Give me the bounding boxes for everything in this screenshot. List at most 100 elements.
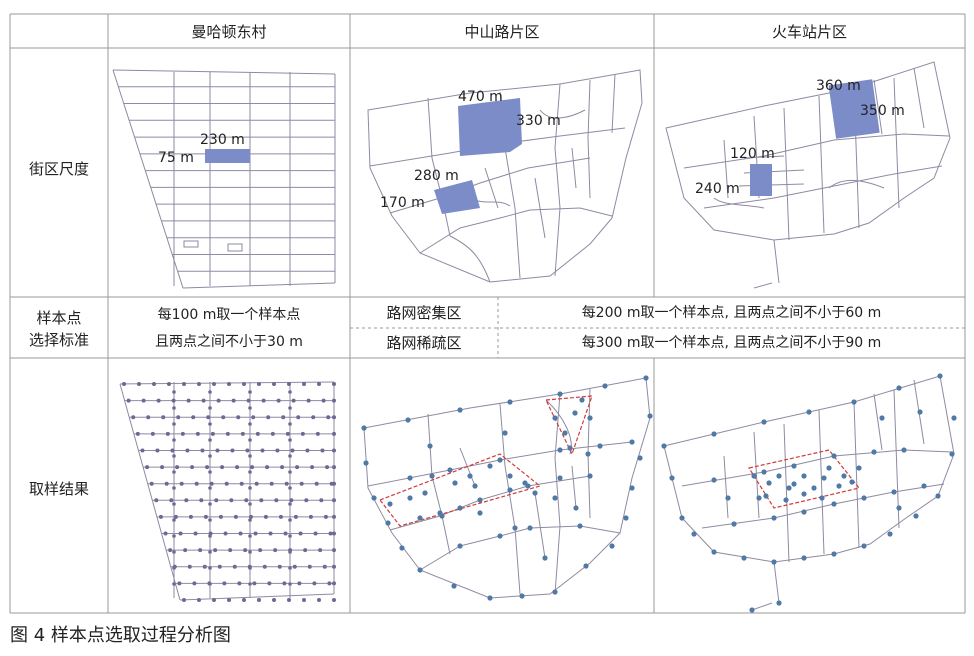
sample-point [761, 469, 767, 475]
sample-point [248, 406, 252, 410]
sample-point [205, 465, 210, 470]
sample-point [221, 415, 226, 420]
sample-point [587, 415, 593, 421]
sample-point [332, 531, 336, 536]
sample-point [248, 550, 252, 554]
sample-point [312, 581, 317, 586]
sample-point [172, 422, 176, 426]
sample-point [248, 566, 252, 570]
sample-point [171, 398, 176, 403]
sample-point [177, 581, 182, 586]
sample-point [287, 382, 291, 386]
sample-point [427, 443, 433, 449]
sample-point [267, 581, 272, 586]
sample-point [261, 398, 266, 403]
sample-point [193, 531, 198, 536]
sample-point [288, 454, 292, 458]
sample-point [609, 543, 615, 549]
sample-point [208, 518, 212, 522]
sample-point [208, 438, 212, 442]
sample-point [826, 465, 832, 471]
sample-point [154, 498, 159, 503]
sample-point [763, 493, 769, 499]
sample-point [861, 543, 867, 549]
sample-point [502, 430, 508, 436]
sample-point [172, 534, 176, 538]
sample-point [417, 567, 423, 573]
sample-point [158, 514, 163, 519]
sample-point [602, 383, 608, 389]
sample-point [239, 481, 244, 486]
sample-point [801, 491, 807, 497]
sample-point [201, 398, 206, 403]
sample-point [274, 498, 279, 503]
sample-point [487, 463, 493, 469]
sample-point [186, 398, 191, 403]
sample-point [317, 598, 321, 602]
sample-point [896, 385, 902, 391]
sample-point [643, 375, 649, 381]
sample-point [172, 454, 176, 458]
sample-point [248, 514, 253, 519]
station-dense-area-boundary [748, 449, 861, 509]
figure-caption: 图 4 样本点选取过程分析图 [10, 625, 231, 646]
sample-point [323, 514, 328, 519]
sample-point [623, 515, 629, 521]
sample-point [245, 448, 250, 453]
sample-point [811, 485, 817, 491]
sample-point [288, 566, 292, 570]
sample-point [293, 514, 298, 519]
dense-area-label: 路网密集区 [386, 304, 462, 322]
sample-point [248, 518, 252, 522]
sample-point [332, 448, 336, 453]
sample-point [332, 465, 336, 470]
sample-point [287, 598, 291, 602]
manhattan-highlight-block [205, 149, 250, 163]
sample-point [269, 481, 274, 486]
sample-point [163, 531, 168, 536]
row-header-scale: 街区尺度 [28, 160, 89, 178]
sample-point [629, 485, 635, 491]
sample-point [298, 531, 303, 536]
sample-point [332, 498, 336, 503]
sample-point [831, 551, 837, 557]
station-block-map [665, 61, 951, 289]
sample-point [242, 598, 246, 602]
sample-point [322, 564, 327, 569]
sample-point [310, 465, 315, 470]
sample-point [122, 382, 126, 386]
sample-point [363, 460, 369, 466]
sample-point [258, 548, 263, 553]
sample-point [573, 505, 579, 511]
sample-point [422, 490, 428, 496]
sample-point [361, 425, 367, 431]
sample-point [572, 410, 578, 416]
sample-point [669, 475, 675, 481]
sample-point [182, 598, 186, 602]
sample-point [161, 415, 166, 420]
sample-point [452, 480, 458, 486]
sample-point [209, 481, 214, 486]
sample-point [856, 465, 862, 471]
sample-point [135, 431, 140, 436]
sample-point [851, 399, 857, 405]
sample-point [240, 431, 245, 436]
sample-point [308, 514, 313, 519]
sample-point [140, 448, 145, 453]
sample-point [407, 475, 413, 481]
sample-point [487, 595, 493, 601]
sample-point [248, 438, 252, 442]
sample-point [297, 581, 302, 586]
sample-point [399, 545, 405, 551]
sample-point [512, 525, 518, 531]
sample-point [585, 451, 591, 457]
sample-point [248, 582, 252, 586]
sample-point [225, 431, 230, 436]
sample-point [507, 487, 513, 493]
sample-point [217, 564, 222, 569]
sample-point [182, 382, 186, 386]
sample-point [801, 509, 807, 515]
manhattan-height-label: 75 m [158, 150, 194, 166]
sample-point [248, 422, 252, 426]
